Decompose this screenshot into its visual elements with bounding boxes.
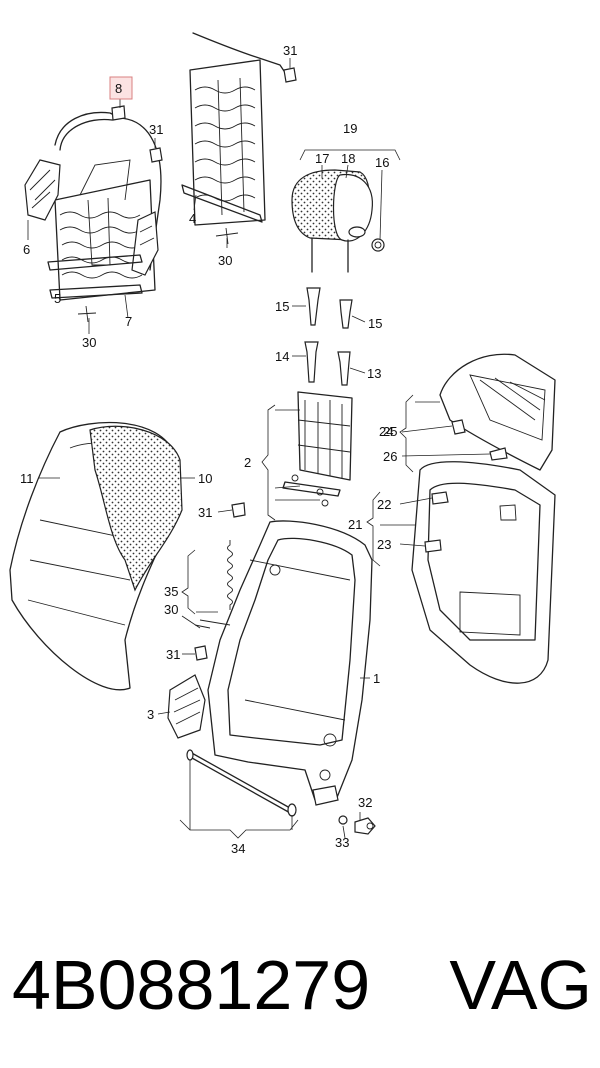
brand-label: VAG bbox=[449, 946, 592, 1024]
recliner-rod bbox=[186, 749, 297, 817]
callout-31: 31 bbox=[149, 122, 163, 137]
callout-1: 1 bbox=[373, 671, 380, 686]
rear-panel bbox=[411, 461, 556, 684]
callout-34: 34 bbox=[231, 841, 245, 856]
callout-30: 30 bbox=[164, 602, 178, 617]
upper-rear-cover bbox=[439, 353, 556, 471]
headrest-bracket bbox=[282, 391, 353, 507]
callout-33: 33 bbox=[335, 835, 349, 850]
callout-5: 5 bbox=[54, 291, 61, 306]
headrest bbox=[291, 169, 385, 273]
callout-30: 30 bbox=[218, 253, 232, 268]
leader-lines bbox=[27, 58, 491, 839]
backrest-pad bbox=[89, 425, 183, 592]
callout-7: 7 bbox=[125, 314, 132, 329]
callout-10: 10 bbox=[198, 471, 212, 486]
callout-26: 26 bbox=[383, 449, 397, 464]
seat-backrest-exploded-diagram: 8 31 31 6 5 7 30 4 30 19 17 18 16 15 15 … bbox=[9, 32, 556, 856]
callout-4: 4 bbox=[189, 211, 196, 226]
callout-31: 31 bbox=[283, 43, 297, 58]
lumbar-support-assembly bbox=[24, 105, 163, 323]
callout-35: 35 bbox=[164, 584, 178, 599]
spring-and-clips bbox=[194, 502, 246, 661]
callout-17: 17 bbox=[315, 151, 329, 166]
headrest-guides bbox=[304, 287, 353, 386]
callout-6: 6 bbox=[23, 242, 30, 257]
callout-15: 15 bbox=[368, 316, 382, 331]
callout-14: 14 bbox=[275, 349, 289, 364]
backrest-frame bbox=[207, 520, 373, 806]
callout-3: 3 bbox=[147, 707, 154, 722]
callout-23: 23 bbox=[377, 537, 391, 552]
callout-11: 11 bbox=[20, 471, 34, 486]
part-number: 4B0881279 bbox=[12, 946, 371, 1024]
callout-labels: 8 31 31 6 5 7 30 4 30 19 17 18 16 15 15 … bbox=[20, 43, 397, 856]
callout-8: 8 bbox=[115, 81, 122, 96]
part-caption: 4B0881279 VAG bbox=[12, 935, 592, 1035]
highlight-box-part-8 bbox=[109, 76, 133, 100]
callout-30: 30 bbox=[82, 335, 96, 350]
callout-25: 25 bbox=[383, 424, 397, 439]
callout-13: 13 bbox=[367, 366, 381, 381]
callout-31: 31 bbox=[198, 505, 212, 520]
callout-15: 15 bbox=[275, 299, 289, 314]
bolt-and-washer bbox=[338, 815, 376, 835]
callout-2: 2 bbox=[244, 455, 251, 470]
callout-21: 21 bbox=[348, 517, 362, 532]
callout-32: 32 bbox=[358, 795, 372, 810]
adjuster-motor bbox=[167, 674, 206, 739]
callout-19: 19 bbox=[343, 121, 357, 136]
callout-16: 16 bbox=[375, 155, 389, 170]
callout-31: 31 bbox=[166, 647, 180, 662]
callout-24: 24 bbox=[379, 424, 393, 439]
spring-mat bbox=[181, 32, 297, 245]
callout-22: 22 bbox=[377, 497, 391, 512]
callout-18: 18 bbox=[341, 151, 355, 166]
